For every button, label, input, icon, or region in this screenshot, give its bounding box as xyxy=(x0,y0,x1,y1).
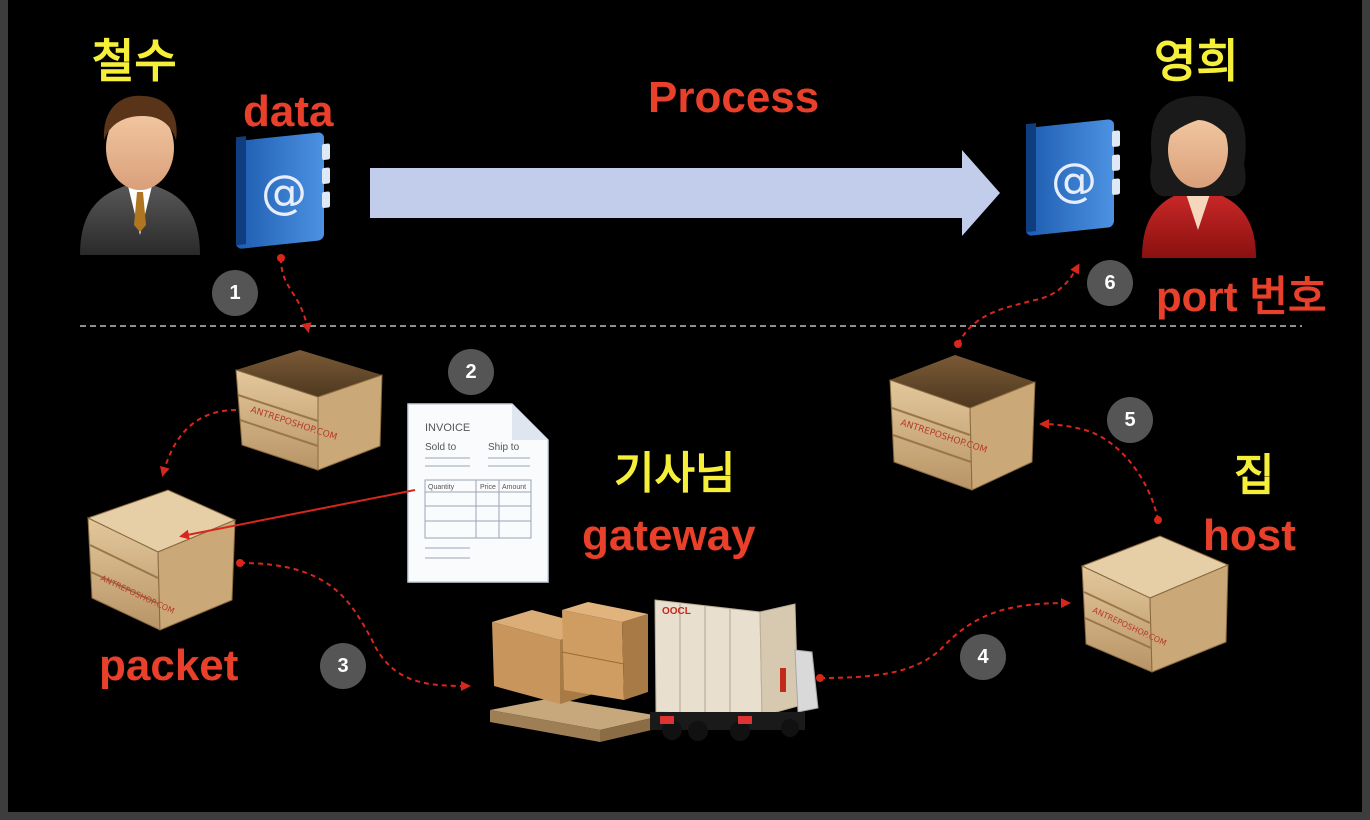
invoice-attach-arrow xyxy=(179,489,416,540)
svg-text:INVOICE: INVOICE xyxy=(425,422,470,434)
step-badge-4: 4 xyxy=(960,634,1006,680)
businesswoman-icon xyxy=(1142,96,1256,258)
flow-arrow-4 xyxy=(819,598,1071,679)
process-label: Process xyxy=(648,73,820,122)
crate-icon: ANTREPOSHOP.COM xyxy=(86,489,237,631)
port-label: port 번호 xyxy=(1156,273,1327,320)
step-badge-2: 2 xyxy=(448,349,494,395)
crate-icon: ANTREPOSHOP.COM xyxy=(889,355,1036,491)
flow-arrow-6 xyxy=(957,263,1080,345)
flow-arrow-5 xyxy=(1039,419,1159,521)
gateway-label: gateway xyxy=(582,511,756,560)
step-badge-3: 3 xyxy=(320,643,366,689)
crate-icon: ANTREPOSHOP.COM xyxy=(235,350,383,471)
step-badge-1: 1 xyxy=(212,270,258,316)
address-book-icon: @ xyxy=(236,132,330,249)
svg-text:Ship to: Ship to xyxy=(488,442,520,453)
svg-text:Amount: Amount xyxy=(502,484,526,491)
invoice-icon: INVOICE Sold to Ship to Quantity Price A… xyxy=(407,403,549,583)
home-label: 집 xyxy=(1234,450,1275,501)
svg-text:OOCL: OOCL xyxy=(662,606,691,617)
receiver-name: 영희 xyxy=(1154,34,1239,88)
flow-arrow-1 xyxy=(280,257,312,333)
container-truck-icon: OOCL xyxy=(650,599,819,741)
packet-label: packet xyxy=(99,641,239,690)
driver-label: 기사님 xyxy=(614,448,736,499)
sender-name: 철수 xyxy=(92,34,177,88)
process-arrow xyxy=(370,150,1000,236)
svg-text:Price: Price xyxy=(480,484,496,491)
step-badge-5: 5 xyxy=(1107,397,1153,443)
svg-text:Quantity: Quantity xyxy=(428,484,455,491)
svg-text:@: @ xyxy=(261,165,307,219)
svg-text:Sold to: Sold to xyxy=(425,442,457,453)
flow-arrows xyxy=(160,257,1159,691)
flow-arrow-dots xyxy=(236,254,1162,682)
data-label: data xyxy=(243,87,334,136)
cargo-boxes-icon xyxy=(490,602,660,742)
flow-arrow-3 xyxy=(239,562,471,691)
crate-icon: ANTREPOSHOP.COM xyxy=(1080,535,1230,673)
address-book-icon: @ xyxy=(1026,119,1120,236)
flow-arrow-2 xyxy=(160,409,237,477)
svg-text:@: @ xyxy=(1051,153,1097,207)
step-badge-6: 6 xyxy=(1087,260,1133,306)
host-label: host xyxy=(1203,511,1296,560)
businessman-icon xyxy=(80,95,200,255)
